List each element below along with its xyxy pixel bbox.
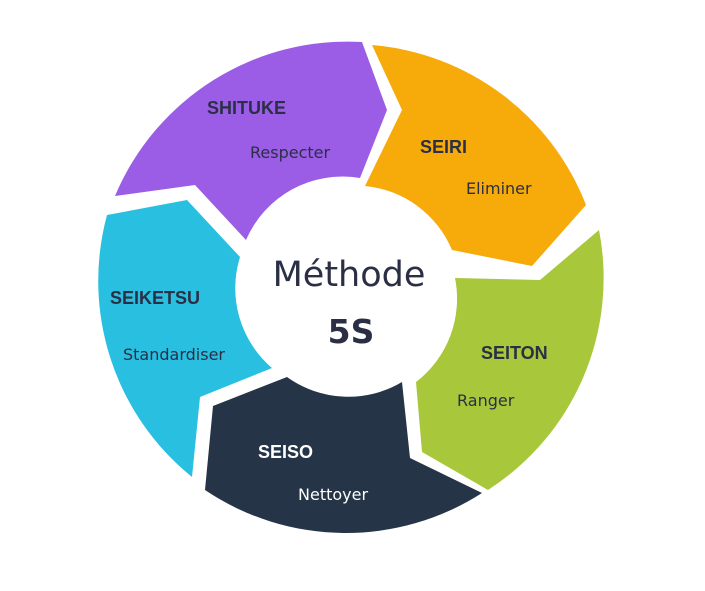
shituke-title: SHITUKE xyxy=(207,98,286,118)
center-circle xyxy=(247,196,447,396)
seiton-subtitle: Ranger xyxy=(457,391,515,410)
segment-seiketsu xyxy=(98,200,272,477)
seiketsu-title: SEIKETSU xyxy=(110,288,200,308)
seiso-subtitle: Nettoyer xyxy=(298,485,368,504)
seiri-subtitle: Eliminer xyxy=(466,179,532,198)
segment-seiri xyxy=(365,45,586,266)
seiri-title: SEIRI xyxy=(420,137,467,157)
segment-shituke xyxy=(115,41,387,241)
center-subtitle: 5S xyxy=(328,312,375,351)
center-title: Méthode xyxy=(273,255,426,295)
seiton-title: SEITON xyxy=(481,343,548,363)
seiketsu-subtitle: Standardiser xyxy=(123,345,225,364)
seiso-title: SEISO xyxy=(258,442,313,462)
shituke-subtitle: Respecter xyxy=(250,143,330,162)
segment-seiton xyxy=(416,230,604,490)
segment-seiso xyxy=(205,377,482,533)
